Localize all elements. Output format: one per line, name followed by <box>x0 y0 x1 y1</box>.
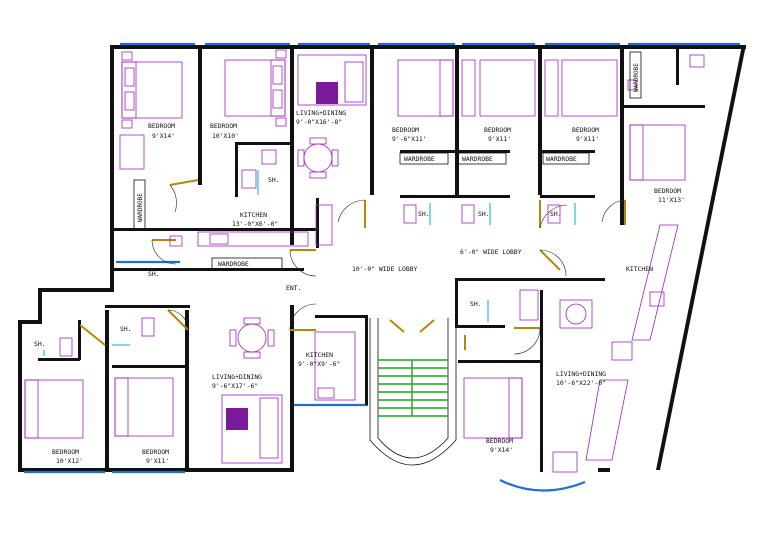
room-size: 10'X12' <box>56 457 83 465</box>
dining-table-icon <box>297 137 339 179</box>
shower-fixtures <box>43 170 576 356</box>
shower-label: SH. <box>470 300 482 308</box>
windows <box>24 42 740 492</box>
dining-table-icon <box>229 317 275 359</box>
bed-icon <box>121 51 183 129</box>
bed-icon <box>114 377 174 437</box>
shower-label: SH. <box>550 210 562 218</box>
wardrobe-label: WARDROBE <box>404 155 435 163</box>
room-name: BEDROOM <box>148 122 175 130</box>
wardrobe-label: WARDROBE <box>546 155 577 163</box>
wardrobe-labels: WARDROBE WARDROBE WARDROBE WARDROBE WARD… <box>133 51 642 270</box>
bed-icon <box>461 59 536 117</box>
room-name: KITCHEN <box>306 351 333 359</box>
room-name: BEDROOM <box>210 122 237 130</box>
room-name: BEDROOM <box>654 187 681 195</box>
room-size: 9'X11' <box>488 135 511 143</box>
room-size: 9'X11' <box>146 457 169 465</box>
furniture <box>24 49 705 473</box>
wardrobe-label: WARDROBE <box>137 193 144 222</box>
entrance-label: ENT. <box>286 284 301 292</box>
room-size: 10'X10' <box>212 132 239 140</box>
doors <box>79 179 626 355</box>
room-name: LIVING+DINING <box>212 373 262 381</box>
wardrobe-label: WARDROBE <box>218 260 249 268</box>
bed-icon <box>397 59 454 117</box>
room-size: 9'-0"X9'-6" <box>298 360 340 368</box>
shower-label: SH. <box>418 210 430 218</box>
shower-label: SH. <box>34 340 46 348</box>
room-size: 9'X14' <box>152 132 175 140</box>
bed-icon <box>629 124 686 181</box>
room-size: 9'X14' <box>490 446 513 454</box>
room-size: 9'X11' <box>576 135 599 143</box>
shower-label: SH. <box>120 325 132 333</box>
room-size: 9'-0"X16'-8" <box>296 118 342 126</box>
shower-labels: SH. SH. SH. SH. SH. SH. SH. SH. <box>34 176 562 348</box>
room-name: KITCHEN <box>626 265 653 273</box>
room-size: 11'X13' <box>658 196 685 204</box>
room-name: BEDROOM <box>142 448 169 456</box>
room-name: BEDROOM <box>484 126 511 134</box>
interior-walls <box>38 45 705 472</box>
bed-icon <box>463 377 523 439</box>
room-size: 10'-6"X22'-0" <box>556 379 606 387</box>
desk-icon <box>119 134 145 170</box>
bed-icon <box>24 379 84 439</box>
room-size: 9'-6"X11' <box>392 135 427 143</box>
outer-walls <box>18 45 746 472</box>
staircase <box>369 318 457 466</box>
lobby-label: 10'-0" WIDE LOBBY <box>352 265 418 273</box>
shower-label: SH. <box>268 176 280 184</box>
shower-label: SH. <box>148 270 160 278</box>
dining-table-icon <box>559 299 593 329</box>
sofa-icon <box>552 341 633 473</box>
room-name: BEDROOM <box>392 126 419 134</box>
room-name: LIVING+DINING <box>556 370 606 378</box>
bed-icon <box>544 59 618 117</box>
room-size: 9'-6"X17'-6" <box>212 382 258 390</box>
wardrobe-label: WARDROBE <box>633 63 640 92</box>
shower-label: SH. <box>478 210 490 218</box>
sofa-icon <box>221 394 283 464</box>
bed-icon <box>224 49 287 127</box>
sofa-icon <box>297 54 367 106</box>
room-name: BEDROOM <box>486 437 513 445</box>
wardrobe-label: WARDROBE <box>462 155 493 163</box>
lobby-label: 6'-0" WIDE LOBBY <box>460 248 522 256</box>
room-name: BEDROOM <box>572 126 599 134</box>
room-labels: BEDROOM 9'X14' BEDROOM 10'X10' LIVING+DI… <box>52 109 685 465</box>
room-size: 13'-0"X6'-0" <box>232 220 278 228</box>
room-name: BEDROOM <box>52 448 79 456</box>
room-name: LIVING+DINING <box>296 109 346 117</box>
room-name: KITCHEN <box>240 211 267 219</box>
